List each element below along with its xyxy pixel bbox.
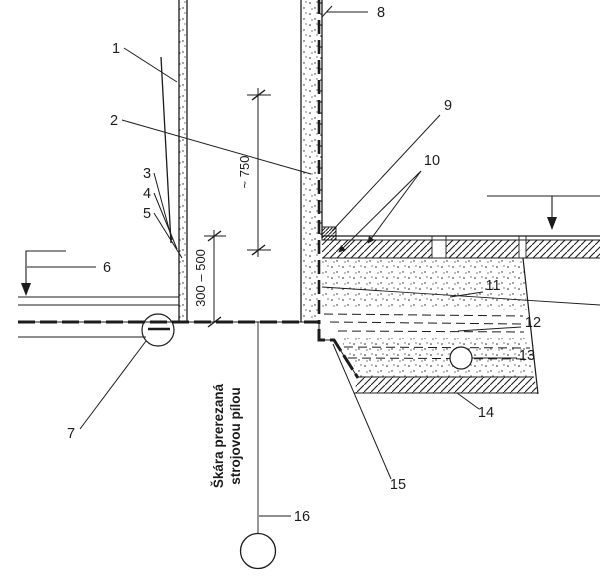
section-marker-left: [21, 250, 66, 296]
section-marker-right: [487, 195, 600, 230]
lean-concrete-layer: [354, 377, 538, 394]
right-wall: [300, 0, 323, 322]
section-marker-left-line: [25, 250, 66, 288]
callout-15: 15: [390, 477, 406, 493]
pipe-circle: [449, 346, 473, 370]
callout-8: 8: [377, 5, 385, 21]
leader-15: [332, 343, 392, 480]
leader-8-tick: [321, 5, 333, 18]
dimension-300-500: [204, 230, 226, 328]
leader-1: [123, 47, 178, 83]
grade-slope-line: [321, 286, 600, 306]
dim300-tick-top: [207, 230, 222, 242]
leader-4: [153, 192, 178, 250]
interior-floor: [18, 296, 179, 338]
leader-12: [457, 326, 522, 332]
leader-9: [331, 114, 441, 232]
left-wall-render-line: [160, 56, 172, 244]
saw-cut-centerline: [239, 322, 277, 570]
dim300-tick-bottom: [207, 316, 222, 328]
dim300-label: 300 – 500: [193, 249, 208, 307]
callout-9: 9: [444, 98, 452, 114]
saw-cut-circle: [239, 532, 277, 570]
annotation-line-1: Škára prerezaná: [211, 383, 226, 488]
detail-circle-marker: [141, 313, 175, 347]
slab-dash-2: [347, 357, 532, 360]
leader-lines: [27, 5, 522, 517]
dim750-tick-top: [251, 89, 266, 101]
left-wall: [160, 0, 188, 322]
separation-dash-1: [323, 313, 524, 317]
paving-hatch-1: [322, 240, 432, 258]
floor-line-thin: [18, 321, 359, 379]
floor-membrane-heavy-dashed: [18, 320, 360, 379]
bedding-layer: [321, 258, 600, 310]
callout-12: 12: [525, 315, 541, 331]
right-wall-fill-lower: [301, 238, 319, 322]
leader-2: [121, 119, 312, 175]
callout-10: 10: [424, 153, 440, 169]
callout-4: 4: [143, 186, 151, 202]
separation-layer: [323, 313, 525, 333]
callout-numbers: 1 2 3 4 5 6 7 8 9 10 11 12 13 14 15 16: [67, 5, 541, 525]
callout-3: 3: [143, 166, 151, 182]
dimension-750: [247, 88, 271, 257]
annotation-text: Škára prerezaná strojovou pílou: [211, 383, 243, 488]
callout-2: 2: [110, 113, 118, 129]
leader-14: [456, 392, 480, 410]
leader-10a: [367, 170, 422, 244]
callout-6: 6: [103, 260, 111, 276]
lean-concrete-fill: [354, 377, 538, 393]
paving-hatch-2: [446, 240, 519, 258]
callout-7: 7: [67, 426, 75, 442]
dim750-tick-bottom: [251, 244, 266, 256]
left-wall-fill: [179, 0, 187, 322]
floor-membrane-line: [18, 320, 360, 379]
leader-11: [449, 291, 484, 298]
leader-7: [79, 340, 147, 430]
callout-1: 1: [112, 41, 120, 57]
dim750-label: ~ 750: [237, 156, 252, 189]
separation-dash-2: [329, 321, 524, 325]
leader-10b: [338, 170, 422, 253]
paving-hatch-3: [526, 240, 600, 258]
section-marker-right-arrow-icon: [547, 217, 557, 230]
callout-5: 5: [143, 206, 151, 222]
callout-13: 13: [519, 348, 535, 364]
callout-11: 11: [485, 278, 500, 294]
slab-right-edge: [522, 257, 539, 395]
callout-16: 16: [294, 509, 310, 525]
paving-layer: [321, 226, 600, 259]
callout-14: 14: [478, 405, 494, 421]
section-marker-left-arrow-icon: [21, 283, 31, 296]
leader-5: [153, 212, 183, 259]
annotation-line-2: strojovou pílou: [228, 387, 243, 485]
right-wall-fill-upper: [301, 0, 322, 238]
slab-dash-1: [343, 346, 531, 349]
separation-dash-3: [337, 330, 525, 333]
